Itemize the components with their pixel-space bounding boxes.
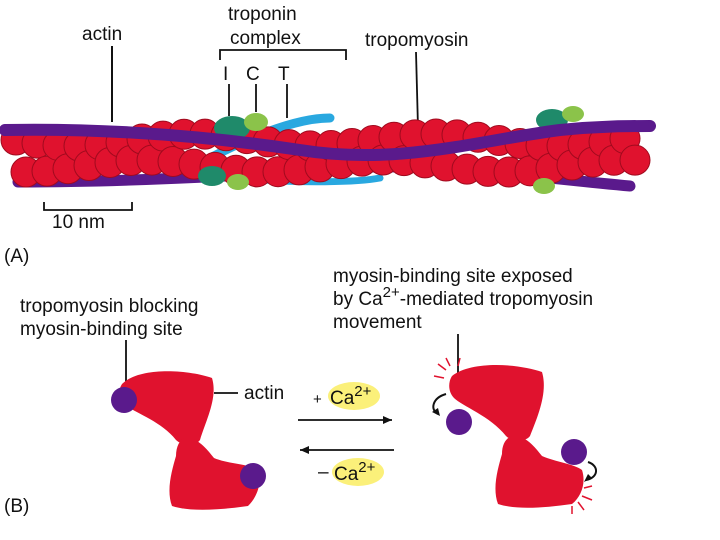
tropomyosin-blocking-left-lower bbox=[240, 463, 266, 489]
forward-sign: + bbox=[313, 391, 322, 408]
panel-a: actin troponin complex I C T tropomyosin bbox=[0, 4, 656, 267]
forward-sup: 2+ bbox=[354, 383, 371, 400]
actin-bead bbox=[619, 144, 651, 176]
actin-monomer-upper-right bbox=[449, 365, 544, 441]
troponin-i-subunit-lower bbox=[198, 166, 226, 186]
exposed-label-by-ca: by Ca bbox=[333, 289, 383, 310]
troponin-subunit-t-label: T bbox=[278, 64, 290, 85]
actin-label: actin bbox=[82, 24, 122, 45]
reverse-arrowhead bbox=[300, 446, 309, 454]
panel-b-label: (B) bbox=[4, 496, 29, 517]
exposed-site-marks-upper bbox=[433, 357, 461, 379]
forward-arrowhead bbox=[383, 416, 392, 424]
movement-arrowhead-left bbox=[432, 408, 440, 416]
tropomyosin-leader-line bbox=[415, 51, 419, 129]
forward-ca-highlight bbox=[328, 382, 380, 410]
tropomyosin-strand-upper bbox=[0, 120, 656, 162]
scale-bar bbox=[43, 202, 133, 211]
troponin-label-line1: troponin bbox=[228, 4, 297, 25]
exposed-label-line1: myosin-binding site exposed bbox=[333, 266, 573, 287]
troponin-c-subunit-right bbox=[562, 106, 584, 122]
tropomyosin-label: tropomyosin bbox=[365, 30, 469, 51]
troponin-subunit-c-label: C bbox=[246, 64, 260, 85]
exposed-label-line3: movement bbox=[333, 312, 422, 333]
troponin-c-subunit-right-lower bbox=[533, 178, 555, 194]
troponin-label-line2: complex bbox=[230, 28, 301, 49]
exposed-label-sup: 2+ bbox=[383, 284, 400, 301]
troponin-bracket bbox=[219, 49, 347, 60]
reverse-ca-label: Ca2+ bbox=[334, 459, 376, 485]
reverse-sup: 2+ bbox=[358, 459, 375, 476]
troponin-c-subunit bbox=[244, 113, 268, 131]
troponin-subunit-i-label: I bbox=[223, 64, 228, 85]
scale-bar-label: 10 nm bbox=[52, 212, 105, 233]
panel-a-label: (A) bbox=[4, 246, 29, 267]
reverse-ca-highlight bbox=[332, 458, 384, 486]
actin-monomer-lower-right bbox=[495, 435, 584, 508]
actin-monomer-upper-left bbox=[119, 371, 214, 445]
exposed-site-marks-lower bbox=[571, 485, 593, 514]
tropomyosin-moved-left bbox=[446, 409, 472, 435]
exposed-label-suffix: -mediated tropomyosin bbox=[400, 289, 593, 310]
blocking-label-line2: myosin-binding site bbox=[20, 319, 183, 340]
actin-label-b: actin bbox=[244, 383, 284, 404]
tropomyosin-moved-right bbox=[561, 439, 587, 465]
troponin-c-subunit-lower bbox=[227, 174, 249, 190]
blocking-label-line1: tropomyosin blocking bbox=[20, 296, 198, 317]
forward-ion: Ca bbox=[330, 388, 355, 409]
forward-ca-label: Ca2+ bbox=[330, 383, 372, 409]
panel-b: tropomyosin blocking myosin-binding site… bbox=[4, 266, 597, 517]
reverse-ion: Ca bbox=[334, 464, 359, 485]
reverse-sign: – bbox=[318, 462, 329, 483]
troponin-i-subunit bbox=[214, 116, 250, 140]
movement-arrowhead-right bbox=[584, 474, 592, 482]
thin-filament bbox=[0, 106, 656, 194]
exposed-label-line2: by Ca2+-mediated tropomyosin bbox=[333, 284, 593, 310]
tropomyosin-blocking-left-upper bbox=[111, 387, 137, 413]
actin-monomer-lower-left bbox=[169, 437, 260, 510]
